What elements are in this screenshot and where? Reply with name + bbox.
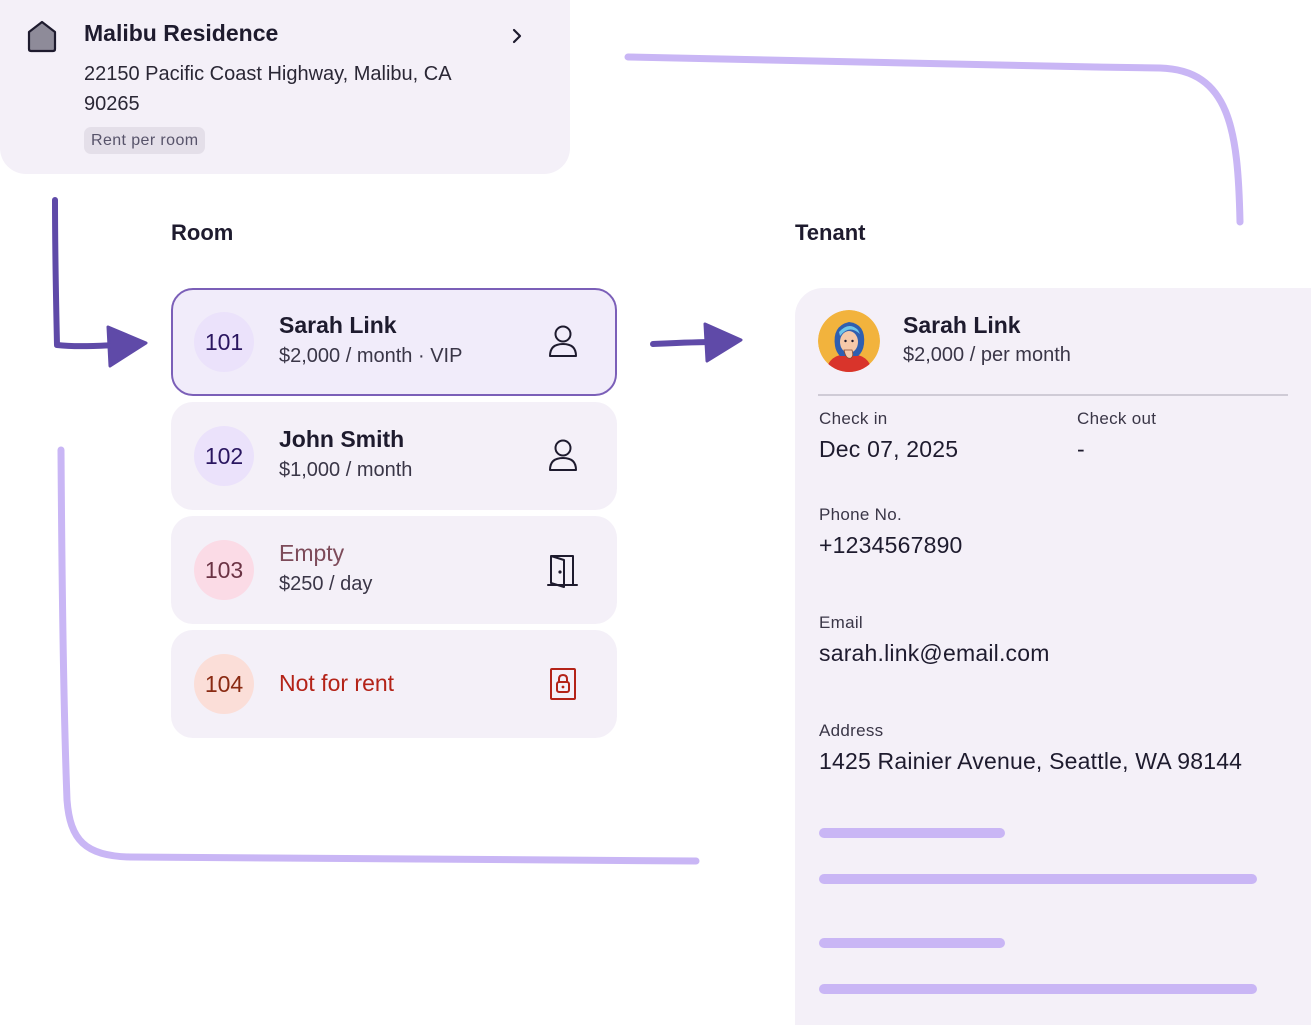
check-in-value: Dec 07, 2025 bbox=[819, 436, 959, 462]
phone-label: Phone No. bbox=[819, 505, 903, 524]
room-title: Empty bbox=[279, 540, 345, 566]
room-item-103[interactable]: 103 Empty $250 / day bbox=[171, 516, 617, 624]
property-address: 22150 Pacific Coast Highway, Malibu, CA … bbox=[84, 63, 451, 115]
placeholder-bar bbox=[819, 984, 1257, 994]
placeholder-bar bbox=[819, 874, 1257, 884]
avatar bbox=[818, 310, 880, 372]
room-subtitle: $250 / day bbox=[279, 573, 373, 595]
room-title: Sarah Link bbox=[279, 312, 397, 338]
top-connector-line bbox=[624, 53, 1244, 226]
room-subtitle: $1,000 / month bbox=[279, 459, 413, 481]
placeholder-bar bbox=[819, 828, 1005, 838]
tenant-name: Sarah Link bbox=[903, 312, 1021, 338]
room-item-101[interactable]: 101 Sarah Link $2,000 / month · VIP bbox=[171, 288, 617, 396]
room-subtitle: $2,000 / month · VIP bbox=[279, 345, 463, 367]
email-label: Email bbox=[819, 613, 864, 632]
divider bbox=[818, 394, 1288, 396]
room-title: John Smith bbox=[279, 426, 405, 452]
tenant-section-title: Tenant bbox=[795, 220, 866, 245]
lock-door-icon bbox=[543, 664, 583, 704]
right-arrow-head bbox=[703, 322, 743, 363]
room-item-104[interactable]: 104 Not for rent bbox=[171, 630, 617, 738]
down-right-arrow-line bbox=[52, 197, 121, 350]
property-name: Malibu Residence bbox=[84, 20, 279, 46]
house-icon bbox=[24, 18, 60, 54]
room-section-title: Room bbox=[171, 220, 234, 245]
chevron-right-icon[interactable] bbox=[506, 22, 528, 50]
room-number: 101 bbox=[194, 312, 254, 372]
address-value: 1425 Rainier Avenue, Seattle, WA 98144 bbox=[819, 748, 1243, 774]
room-number: 102 bbox=[194, 426, 254, 486]
rent-type-badge: Rent per room bbox=[84, 127, 206, 154]
person-icon bbox=[543, 436, 583, 476]
check-out-value: - bbox=[1077, 436, 1085, 462]
room-title: Not for rent bbox=[279, 670, 395, 696]
check-in-label: Check in bbox=[819, 409, 888, 428]
email-value: sarah.link@email.com bbox=[819, 640, 1050, 666]
room-item-102[interactable]: 102 John Smith $1,000 / month bbox=[171, 402, 617, 510]
check-out-label: Check out bbox=[1077, 409, 1157, 428]
tenant-rent: $2,000 / per month bbox=[903, 344, 1071, 366]
address-label: Address bbox=[819, 721, 884, 740]
room-number: 104 bbox=[194, 654, 254, 714]
room-number: 103 bbox=[194, 540, 254, 600]
down-right-arrow-head bbox=[106, 325, 148, 368]
right-arrow-line bbox=[650, 339, 718, 347]
phone-value: +1234567890 bbox=[819, 532, 963, 558]
door-open-icon bbox=[543, 550, 583, 590]
placeholder-bar bbox=[819, 938, 1005, 948]
property-card[interactable]: Malibu Residence 22150 Pacific Coast Hig… bbox=[0, 0, 570, 174]
tenant-card: Sarah Link $2,000 / per month Check in D… bbox=[795, 288, 1311, 1025]
person-icon bbox=[543, 322, 583, 362]
